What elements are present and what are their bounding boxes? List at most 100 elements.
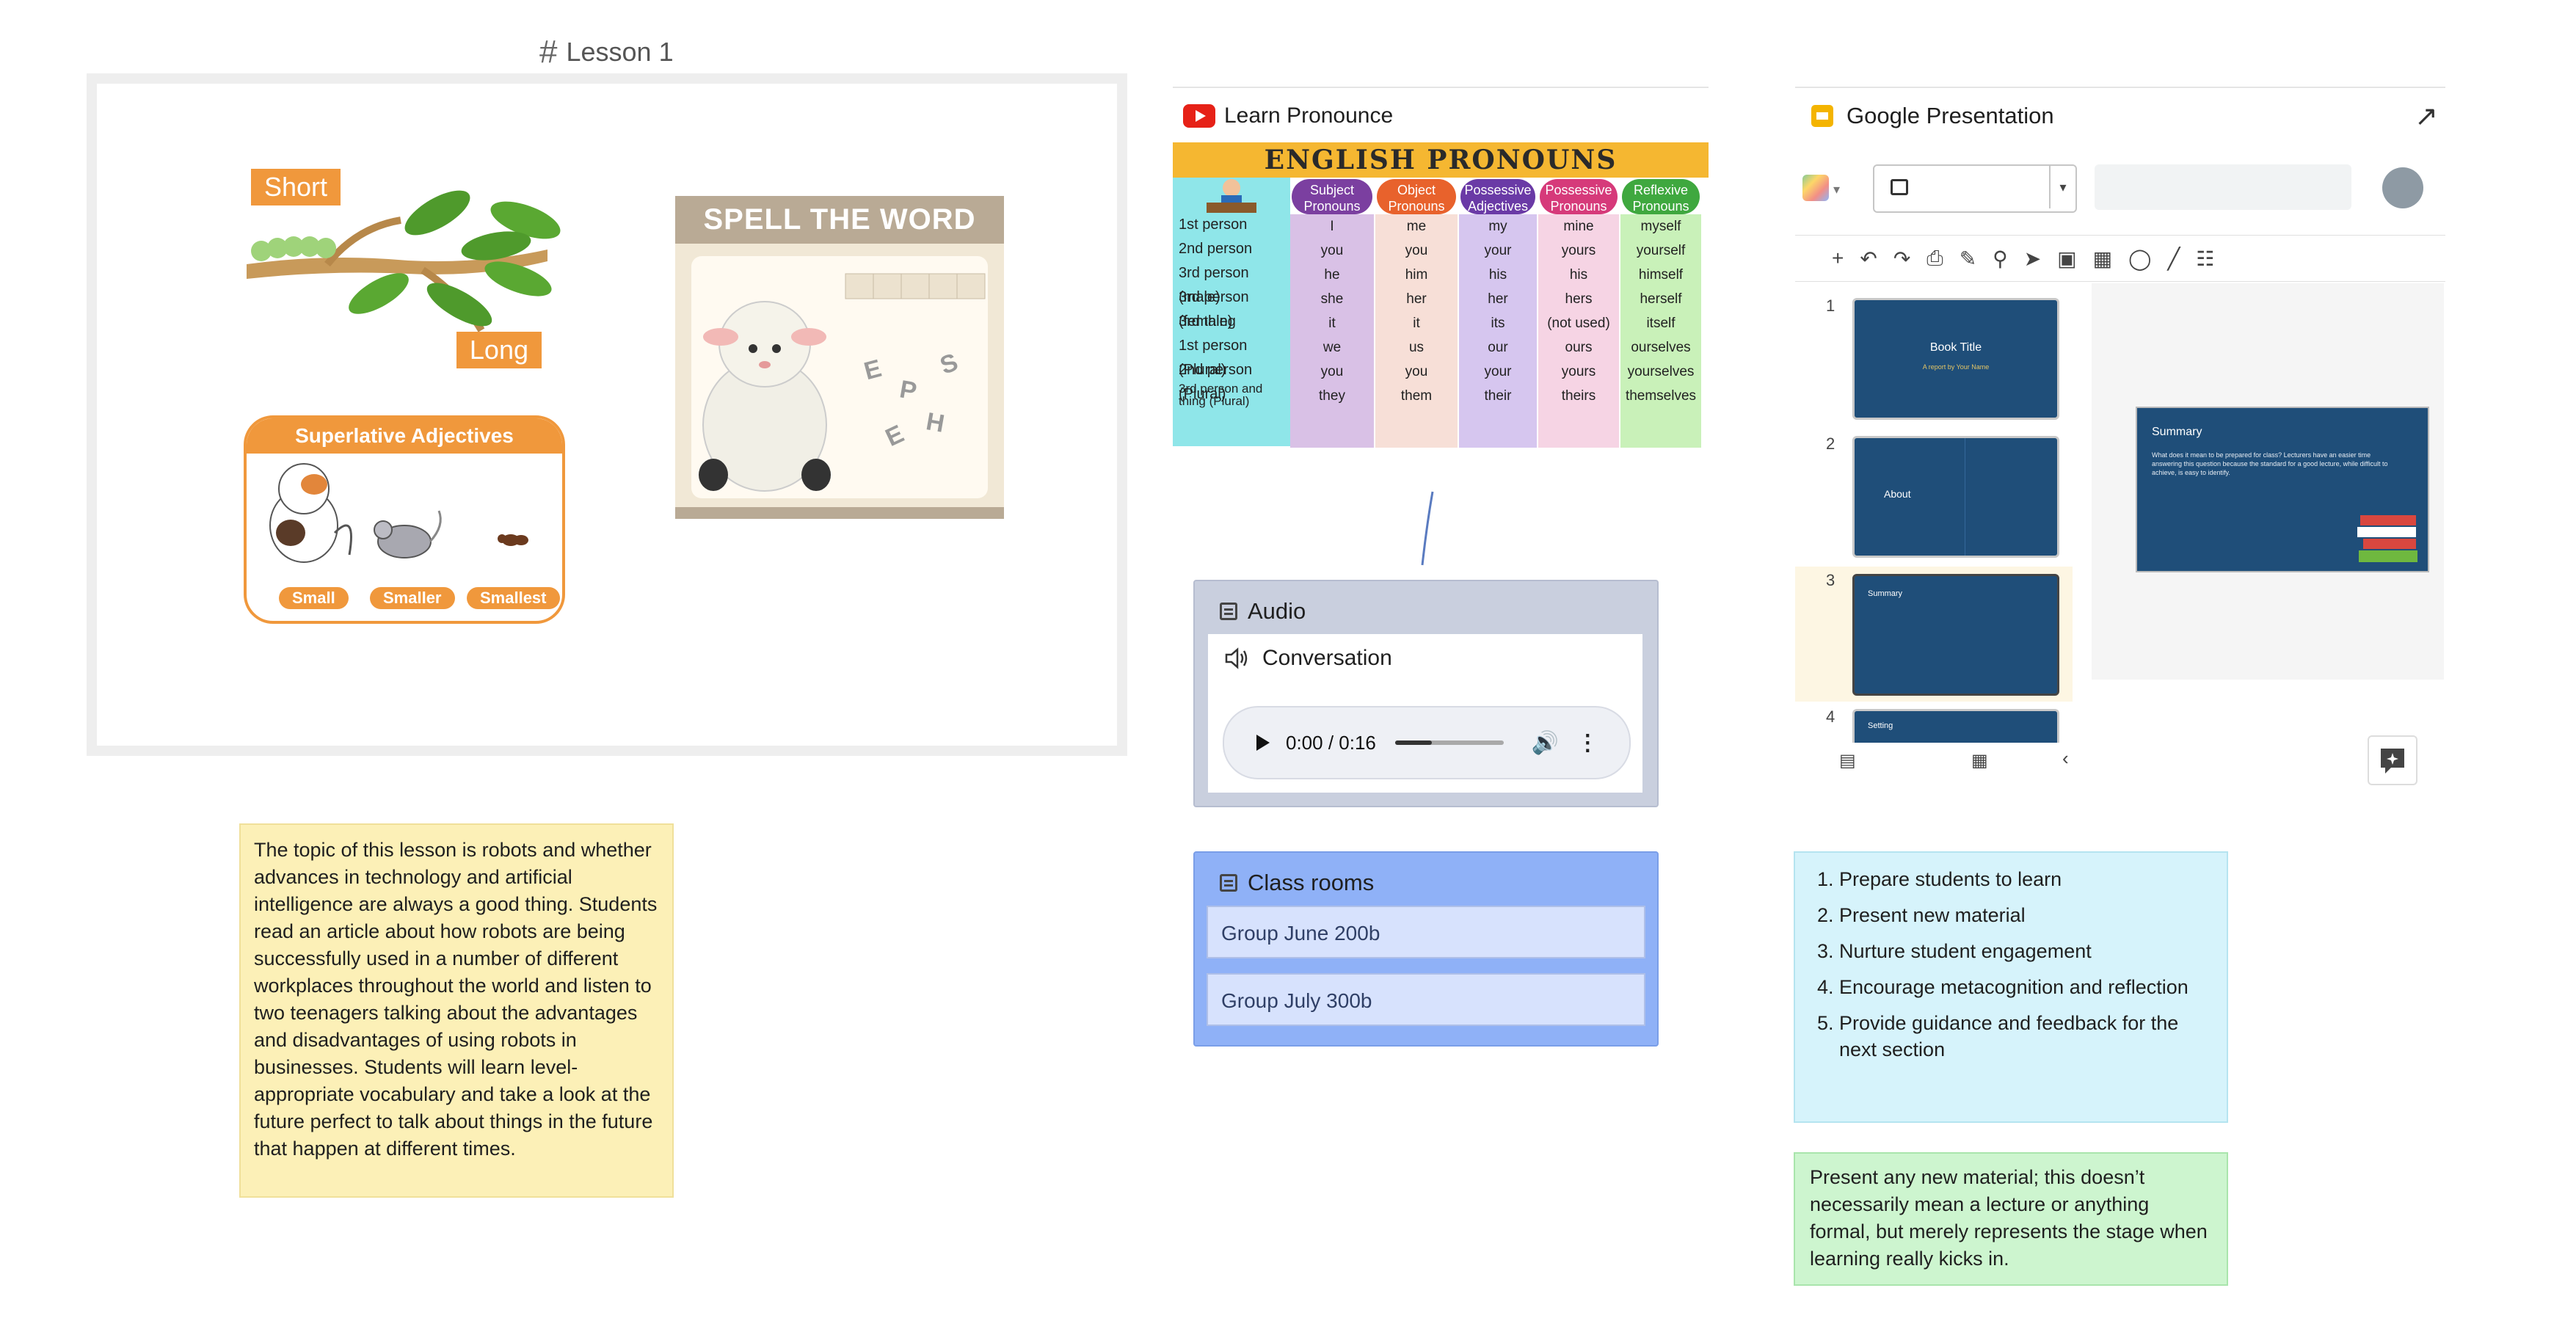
sticky-note-green[interactable]: Present any new material; this doesn’t n…	[1794, 1152, 2228, 1286]
caterpillar-branch-illustration	[247, 190, 561, 332]
chevron-down-icon[interactable]: ▾	[2049, 166, 2075, 208]
pronoun-cell: ourselves	[1631, 340, 1691, 355]
list-item: Encourage metacognition and reflection	[1839, 974, 2213, 1000]
slides-top-toolbar: ▾ ▾	[1795, 144, 2445, 232]
youtube-card-header[interactable]: Learn Pronounce	[1173, 87, 1709, 144]
slide-thumb-title: Book Title	[1929, 341, 1982, 354]
card-icon	[1220, 603, 1237, 620]
pronoun-cell: their	[1484, 388, 1512, 404]
pronoun-cell: yourselves	[1627, 364, 1695, 379]
list-item: Provide guidance and feedback for the ne…	[1839, 1010, 2213, 1063]
slideshow-icon	[1891, 179, 1908, 195]
slide-thumbnail-selected[interactable]: Summary	[1852, 574, 2059, 696]
open-external-icon[interactable]: ↗	[2415, 101, 2438, 132]
more-options-icon[interactable]: ⋮	[1576, 730, 1599, 755]
pronoun-row-label: 3rd person (male)	[1179, 265, 1249, 305]
spell-title: SPELL THE WORD	[675, 196, 1004, 244]
pronoun-cell: his	[1488, 267, 1507, 283]
audio-player[interactable]: 0:00 / 0:16 🔊 ⋮	[1223, 706, 1631, 779]
pronoun-cell: themselves	[1625, 388, 1697, 404]
grid-view-icon[interactable]: ▦	[1971, 751, 1988, 771]
image-icon[interactable]: ▦	[2092, 247, 2113, 270]
slide-thumbnail[interactable]: Setting	[1852, 709, 2059, 743]
pronoun-row-label: 3rd person and thing (Plural)	[1179, 382, 1263, 408]
filmstrip-view-icon[interactable]: ▤	[1839, 751, 1856, 771]
avatar[interactable]	[2382, 167, 2423, 208]
smallest-label: Smallest	[467, 587, 560, 609]
play-icon[interactable]	[1256, 735, 1270, 751]
print-icon[interactable]: ⎙	[1926, 246, 1943, 269]
shape-icon[interactable]: ◯	[2128, 247, 2152, 270]
frame-label-text: Lesson 1	[566, 37, 674, 67]
pronoun-cell: myself	[1640, 219, 1681, 234]
pronoun-cell: it	[1328, 316, 1336, 331]
pronoun-cell: you	[1320, 364, 1344, 379]
audio-card-title: Audio	[1248, 598, 1306, 624]
connector-line[interactable]	[1416, 489, 1438, 569]
slides-edit-toolbar: + ↶ ↷ ⎙ ✎ ⚲ ➤ ▣ ▦ ◯ ╱ ☷	[1795, 235, 2445, 282]
pronoun-cell: him	[1405, 267, 1428, 283]
spell-board	[691, 256, 988, 498]
audio-progress-slider[interactable]	[1394, 740, 1504, 745]
slide-thumbnail[interactable]: About	[1852, 436, 2059, 558]
slide-body: What does it mean to be prepared for cla…	[2152, 451, 2388, 476]
pronoun-cell: himself	[1638, 267, 1684, 283]
pronoun-cell: yourself	[1636, 243, 1686, 258]
pronoun-cell: mine	[1563, 219, 1594, 234]
comment-icon[interactable]: ☷	[2196, 247, 2215, 270]
pronoun-cell: its	[1491, 316, 1505, 331]
sticky-note-yellow[interactable]: The topic of this lesson is robots and w…	[239, 823, 674, 1198]
short-long-image[interactable]: Short Long	[239, 169, 562, 368]
slideshow-button[interactable]: ▾	[1873, 164, 2077, 213]
slide-thumb-title: About	[1884, 488, 1911, 500]
chevron-down-icon[interactable]: ▾	[1833, 182, 1841, 197]
undo-icon[interactable]: ↶	[1860, 247, 1877, 270]
frame-label[interactable]: # Lesson 1	[539, 34, 674, 70]
current-slide[interactable]: Summary What does it mean to be prepared…	[2136, 407, 2429, 572]
slide-thumbnail[interactable]: Book Title A report by Your Name	[1852, 298, 2059, 420]
pronoun-cell: she	[1320, 291, 1344, 307]
list-item: Prepare students to learn	[1839, 866, 2213, 892]
slide-thumb-title: Setting	[1868, 721, 1893, 730]
pronoun-cell: your	[1484, 364, 1512, 379]
superlative-adjectives-image[interactable]: Superlative Adjectives Small Smaller Sma…	[244, 415, 565, 624]
add-icon[interactable]: +	[1832, 247, 1844, 269]
group-item[interactable]: Group July 300b	[1207, 973, 1645, 1026]
meet-icon[interactable]	[1802, 175, 1829, 201]
long-tag: Long	[456, 332, 542, 368]
pronoun-cell: your	[1484, 243, 1512, 258]
zoom-icon[interactable]: ⚲	[1993, 247, 2008, 270]
line-icon[interactable]: ╱	[2167, 247, 2180, 270]
classrooms-card[interactable]: Class rooms Group June 200b Group July 3…	[1193, 851, 1659, 1047]
lamb-illustration	[699, 273, 986, 492]
assistant-icon[interactable]	[2368, 735, 2417, 785]
sticky-note-cyan[interactable]: Prepare students to learn Present new ma…	[1794, 851, 2228, 1123]
collapse-icon[interactable]: ‹	[2062, 747, 2069, 769]
select-icon[interactable]: ➤	[2023, 247, 2042, 270]
redo-icon[interactable]: ↷	[1893, 247, 1911, 270]
animals-illustration	[269, 463, 528, 563]
google-slides-header[interactable]: Google Presentation ↗	[1795, 87, 2445, 144]
sparkle-comment-icon	[2381, 749, 2404, 774]
pronoun-cell: us	[1408, 340, 1425, 355]
group-item[interactable]: Group June 200b	[1207, 906, 1645, 958]
pronoun-row-label: 3rd person (female)	[1179, 289, 1249, 330]
slide-number: 2	[1826, 434, 1835, 453]
slide-thumb-title: Summary	[1868, 589, 1903, 598]
paint-format-icon[interactable]: ✎	[1959, 247, 1977, 270]
spell-the-word-image[interactable]: SPELL THE WORD E P S E H	[675, 196, 1004, 519]
google-slides-icon	[1811, 105, 1833, 127]
list-item: Nurture student engagement	[1839, 938, 2213, 964]
audio-card[interactable]: Audio Conversation 0:00 / 0:16 🔊 ⋮	[1193, 580, 1659, 807]
text-box-icon[interactable]: ▣	[2057, 247, 2077, 270]
slide-title: Summary	[2152, 426, 2202, 438]
volume-icon[interactable]: 🔊	[1531, 730, 1560, 755]
